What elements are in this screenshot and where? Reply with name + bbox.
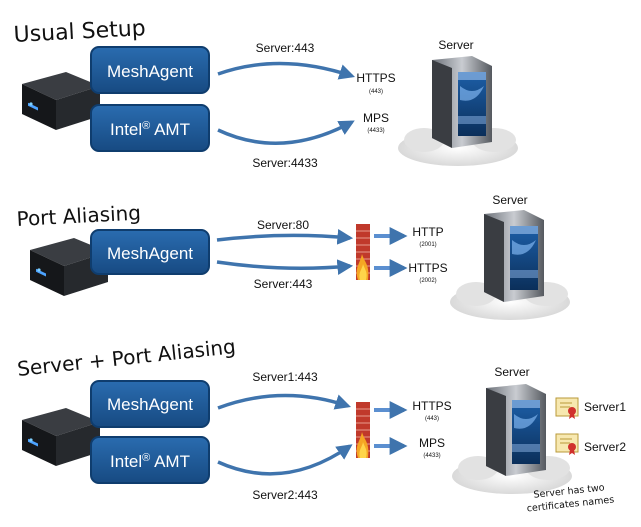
certificate-name-bottom: Server2 [584, 440, 626, 454]
route-label-bottom: Server2:443 [252, 488, 318, 502]
protocol-top: HTTPS [356, 71, 395, 85]
server-label: Server [438, 38, 473, 52]
route-label-top: Server:80 [257, 218, 309, 232]
meshagent-button[interactable] [90, 380, 210, 428]
protocol-bottom: MPS [419, 436, 445, 450]
meshagent-label: MeshAgent [107, 244, 193, 263]
intel-amt-button[interactable] [90, 104, 210, 152]
port-bottom: (4433) [423, 453, 440, 459]
protocol-bottom: MPS [363, 111, 389, 125]
server-tower-icon [452, 384, 572, 494]
route-arrow-top [217, 393, 351, 410]
server-label: Server [492, 193, 527, 207]
route-arrow-bottom [217, 444, 353, 476]
route-arrow-bottom [217, 120, 355, 145]
intel-amt-label: Intel® AMT [110, 452, 190, 471]
protocol-top: HTTP [412, 225, 443, 239]
certificate-name-top: Server1 [584, 400, 626, 414]
port-top: (443) [369, 89, 383, 95]
section-title: Port Aliasing [16, 201, 141, 231]
server-tower-icon [450, 210, 570, 320]
meshagent-button[interactable] [90, 229, 210, 275]
route-label-bottom: Server:4433 [252, 156, 318, 170]
route-label-bottom: Server:443 [254, 277, 313, 291]
section-usual-setup: Usual Setup MeshAgent Intel® AMT Server:… [13, 16, 518, 170]
port-bottom: (4433) [367, 128, 384, 134]
port-top: (2001) [419, 242, 436, 248]
route-arrow-top [217, 61, 355, 80]
intel-amt-button[interactable] [90, 436, 210, 484]
intel-amt-label: Intel® AMT [110, 120, 190, 139]
section-title: Usual Setup [13, 16, 146, 48]
firewall-icon [355, 401, 371, 459]
section-server-port-aliasing: Server + Port Aliasing MeshAgent Intel® … [16, 334, 626, 514]
meshagent-label: MeshAgent [107, 395, 193, 414]
port-bottom: (2002) [419, 278, 436, 284]
route-label-top: Server:443 [256, 41, 315, 55]
section-title: Server + Port Aliasing [16, 334, 237, 381]
route-label-top: Server1:443 [252, 370, 318, 384]
route-arrow-bottom [216, 259, 354, 275]
certificate-icon [555, 433, 579, 456]
mini-pc-icon [22, 408, 100, 466]
protocol-top: HTTPS [412, 399, 451, 413]
route-arrow-top [216, 229, 354, 245]
certificate-icon [555, 397, 579, 420]
server-tower-icon [398, 56, 518, 166]
section-port-aliasing: Port Aliasing MeshAgent Server:80 Server… [16, 193, 570, 320]
port-top: (443) [425, 416, 439, 422]
meshagent-label: MeshAgent [107, 62, 193, 81]
protocol-bottom: HTTPS [408, 261, 447, 275]
mini-pc-icon [22, 72, 100, 130]
meshagent-button[interactable] [90, 46, 210, 94]
server-label: Server [494, 365, 529, 379]
firewall-icon [355, 223, 371, 281]
